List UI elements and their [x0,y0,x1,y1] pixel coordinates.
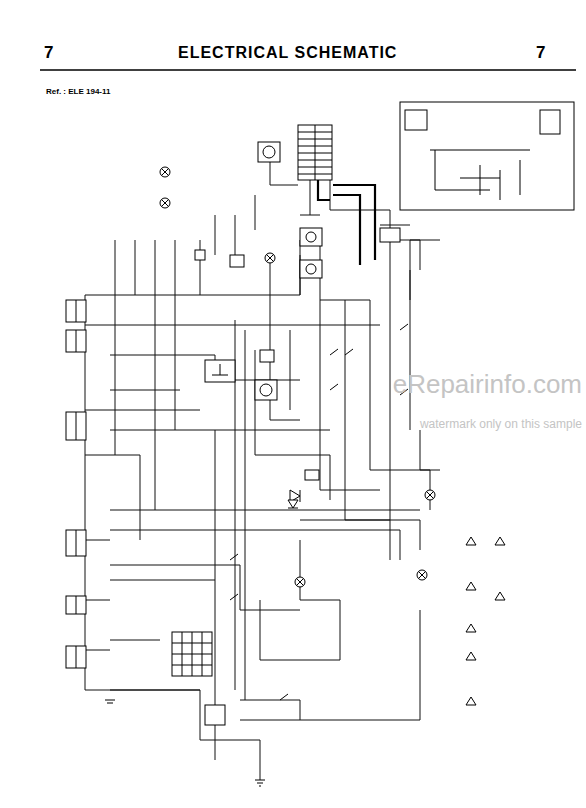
ground-symbols [105,700,265,786]
reference-code: Ref. : ELE 194-11 [46,88,110,97]
motor-symbols [205,142,322,400]
page-number: 7 [44,44,53,63]
connector-blocks [66,300,86,668]
wires [85,130,440,780]
terminal-strip [298,125,332,180]
header-rule [40,70,576,71]
page-number: 7 [536,44,545,63]
inset-panel [400,102,574,210]
note-markers [466,537,505,705]
diode-symbols [288,490,300,508]
fuse-block [172,632,212,676]
page-title: ELECTRICAL SCHEMATIC [178,44,397,62]
cable-harness [318,180,375,265]
watermark: eRepairinfo.com [393,370,582,399]
relay-symbols [180,228,408,725]
watermark-note: watermark only on this sample [420,418,582,431]
